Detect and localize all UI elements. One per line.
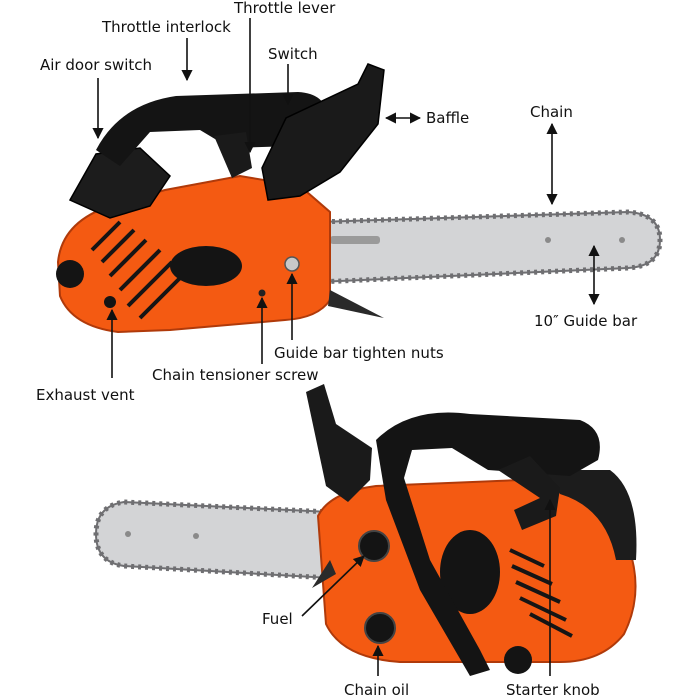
callout-line-fuel	[301, 555, 365, 617]
starter-knob-hub	[504, 646, 532, 674]
label-chain-tensioner-screw: Chain tensioner screw	[152, 366, 318, 384]
bottom-guide-bar	[93, 499, 331, 581]
label-throttle-interlock: Throttle interlock	[101, 18, 231, 36]
label-guide-bar: 10″ Guide bar	[534, 312, 638, 330]
callout-labels: Throttle interlock Throttle lever Air do…	[36, 0, 638, 699]
top-chainsaw-illustration	[56, 63, 663, 334]
top-exhaust-port	[104, 296, 116, 308]
starter-handle	[498, 456, 560, 530]
label-chain-oil: Chain oil	[344, 681, 409, 699]
top-cooling-vents	[90, 220, 188, 320]
callout-lines	[92, 18, 600, 676]
label-throttle-lever: Throttle lever	[233, 0, 336, 17]
label-fuel: Fuel	[262, 610, 293, 628]
top-bucking-spike	[328, 290, 384, 318]
fuel-cap	[358, 530, 390, 562]
bottom-chainsaw-illustration	[93, 384, 637, 676]
top-housing-recess	[170, 246, 242, 286]
label-exhaust-vent: Exhaust vent	[36, 386, 135, 404]
top-handle	[96, 92, 327, 166]
bottom-cooling-vents	[509, 548, 573, 638]
bottom-housing-recess	[440, 530, 500, 614]
bottom-bucking-spike	[312, 560, 336, 588]
label-starter-knob: Starter knob	[506, 681, 600, 699]
label-baffle: Baffle	[426, 109, 469, 127]
label-air-door-switch: Air door switch	[40, 56, 152, 74]
label-chain: Chain	[530, 103, 573, 121]
top-tensioner-screw	[258, 289, 266, 297]
top-tighten-nut	[284, 256, 300, 272]
bottom-handle	[376, 412, 600, 676]
top-rear-housing	[68, 147, 171, 219]
top-baffle-shape	[261, 63, 385, 201]
top-throttle-lever-shape	[214, 132, 252, 178]
label-switch: Switch	[268, 45, 318, 63]
bottom-baffle-shape	[306, 384, 372, 502]
top-front-cap	[56, 260, 84, 288]
bottom-rear-housing	[544, 470, 637, 560]
top-guide-bar	[317, 209, 663, 285]
chain-oil-cap	[364, 612, 396, 644]
label-guide-bar-tighten-nuts: Guide bar tighten nuts	[274, 344, 444, 362]
